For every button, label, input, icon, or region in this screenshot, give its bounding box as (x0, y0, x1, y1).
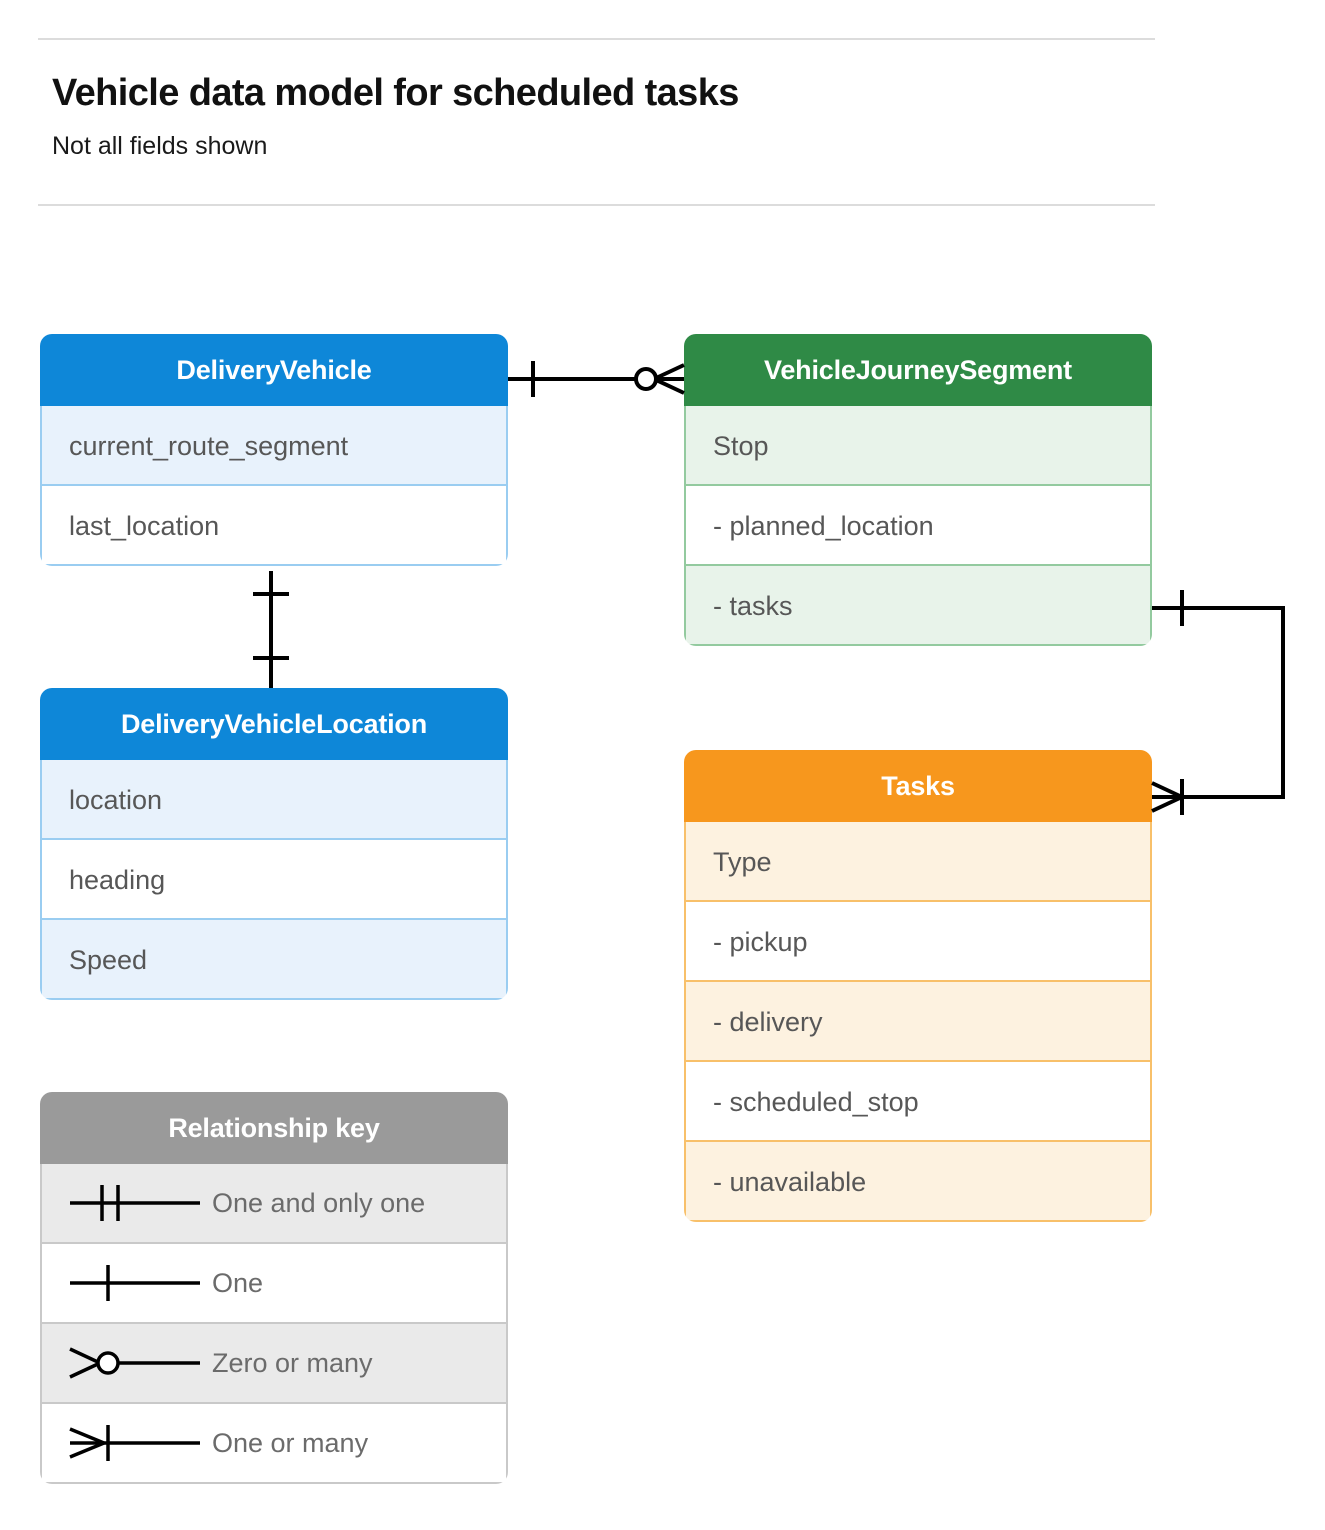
legend-relationship-key[interactable]: Relationship key One and only one (40, 1092, 508, 1484)
header-divider-top (38, 38, 1155, 40)
entity-field-row: - scheduled_stop (684, 1062, 1152, 1142)
legend-item-label: Zero or many (212, 1348, 373, 1378)
legend-item-label: One and only one (212, 1188, 426, 1218)
entity-field-row: - delivery (684, 982, 1152, 1062)
entity-field-row: - tasks (684, 566, 1152, 646)
entity-tasks[interactable]: Tasks Type - pickup - delivery - schedul… (684, 750, 1152, 1222)
entity-field-row: - unavailable (684, 1142, 1152, 1222)
legend-item: Zero or many (40, 1324, 508, 1404)
entity-title-delivery-vehicle-location: DeliveryVehicleLocation (40, 688, 508, 760)
entity-delivery-vehicle-location[interactable]: DeliveryVehicleLocation location heading… (40, 688, 508, 1000)
entity-field-row: Stop (684, 406, 1152, 486)
entity-field-row: heading (40, 840, 508, 920)
entity-field-row: - planned_location (684, 486, 1152, 566)
legend-item-label: One (212, 1268, 264, 1298)
header-divider-bottom (38, 204, 1155, 206)
one-icon (42, 1243, 212, 1323)
one-or-many-icon (42, 1403, 212, 1483)
entity-delivery-vehicle[interactable]: DeliveryVehicle current_route_segment la… (40, 334, 508, 566)
entity-title-tasks: Tasks (684, 750, 1152, 822)
entity-field-row: last_location (40, 486, 508, 566)
entity-title-delivery-vehicle: DeliveryVehicle (40, 334, 508, 406)
entity-field-row: - pickup (684, 902, 1152, 982)
entity-field-row: Speed (40, 920, 508, 1000)
legend-title: Relationship key (40, 1092, 508, 1164)
connector-vehiclejourneysegment-tasks (1151, 590, 1285, 815)
entity-vehicle-journey-segment[interactable]: VehicleJourneySegment Stop - planned_loc… (684, 334, 1152, 646)
legend-item: One and only one (40, 1164, 508, 1244)
legend-item: One (40, 1244, 508, 1324)
one-and-only-one-icon (42, 1163, 212, 1243)
entity-field-row: current_route_segment (40, 406, 508, 486)
connector-deliveryvehicle-deliveryvehiclelocation (253, 571, 289, 688)
entity-title-vehicle-journey-segment: VehicleJourneySegment (684, 334, 1152, 406)
entity-field-row: location (40, 760, 508, 840)
page-subtitle: Not all fields shown (52, 132, 268, 160)
entity-field-row: Type (684, 822, 1152, 902)
legend-item: One or many (40, 1404, 508, 1484)
zero-or-many-icon (42, 1323, 212, 1403)
page-title: Vehicle data model for scheduled tasks (52, 72, 739, 114)
connector-deliveryvehicle-vehiclejourneysegment (508, 361, 685, 397)
legend-item-label: One or many (212, 1428, 369, 1458)
